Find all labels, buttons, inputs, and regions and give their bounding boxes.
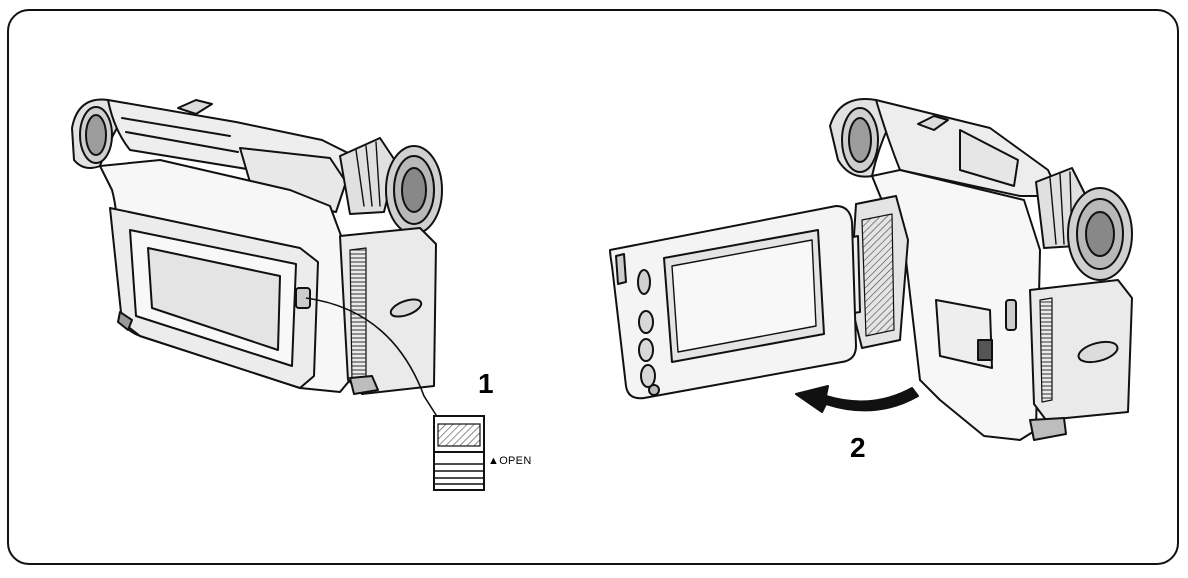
open-switch-icon [433,415,485,491]
rotate-arrow-icon [795,385,919,413]
step-1-label: 1 [478,368,494,399]
step-2-label: 2 [850,432,866,463]
callout-line [305,297,439,419]
camcorder-closed-icon [71,98,443,395]
open-switch-label: ▲OPEN [488,455,532,467]
camcorder-lcd-open-icon [609,98,1133,441]
open-label-text: OPEN [499,455,532,467]
open-arrow-glyph: ▲ [488,455,500,467]
illustration-frame [7,9,1179,565]
